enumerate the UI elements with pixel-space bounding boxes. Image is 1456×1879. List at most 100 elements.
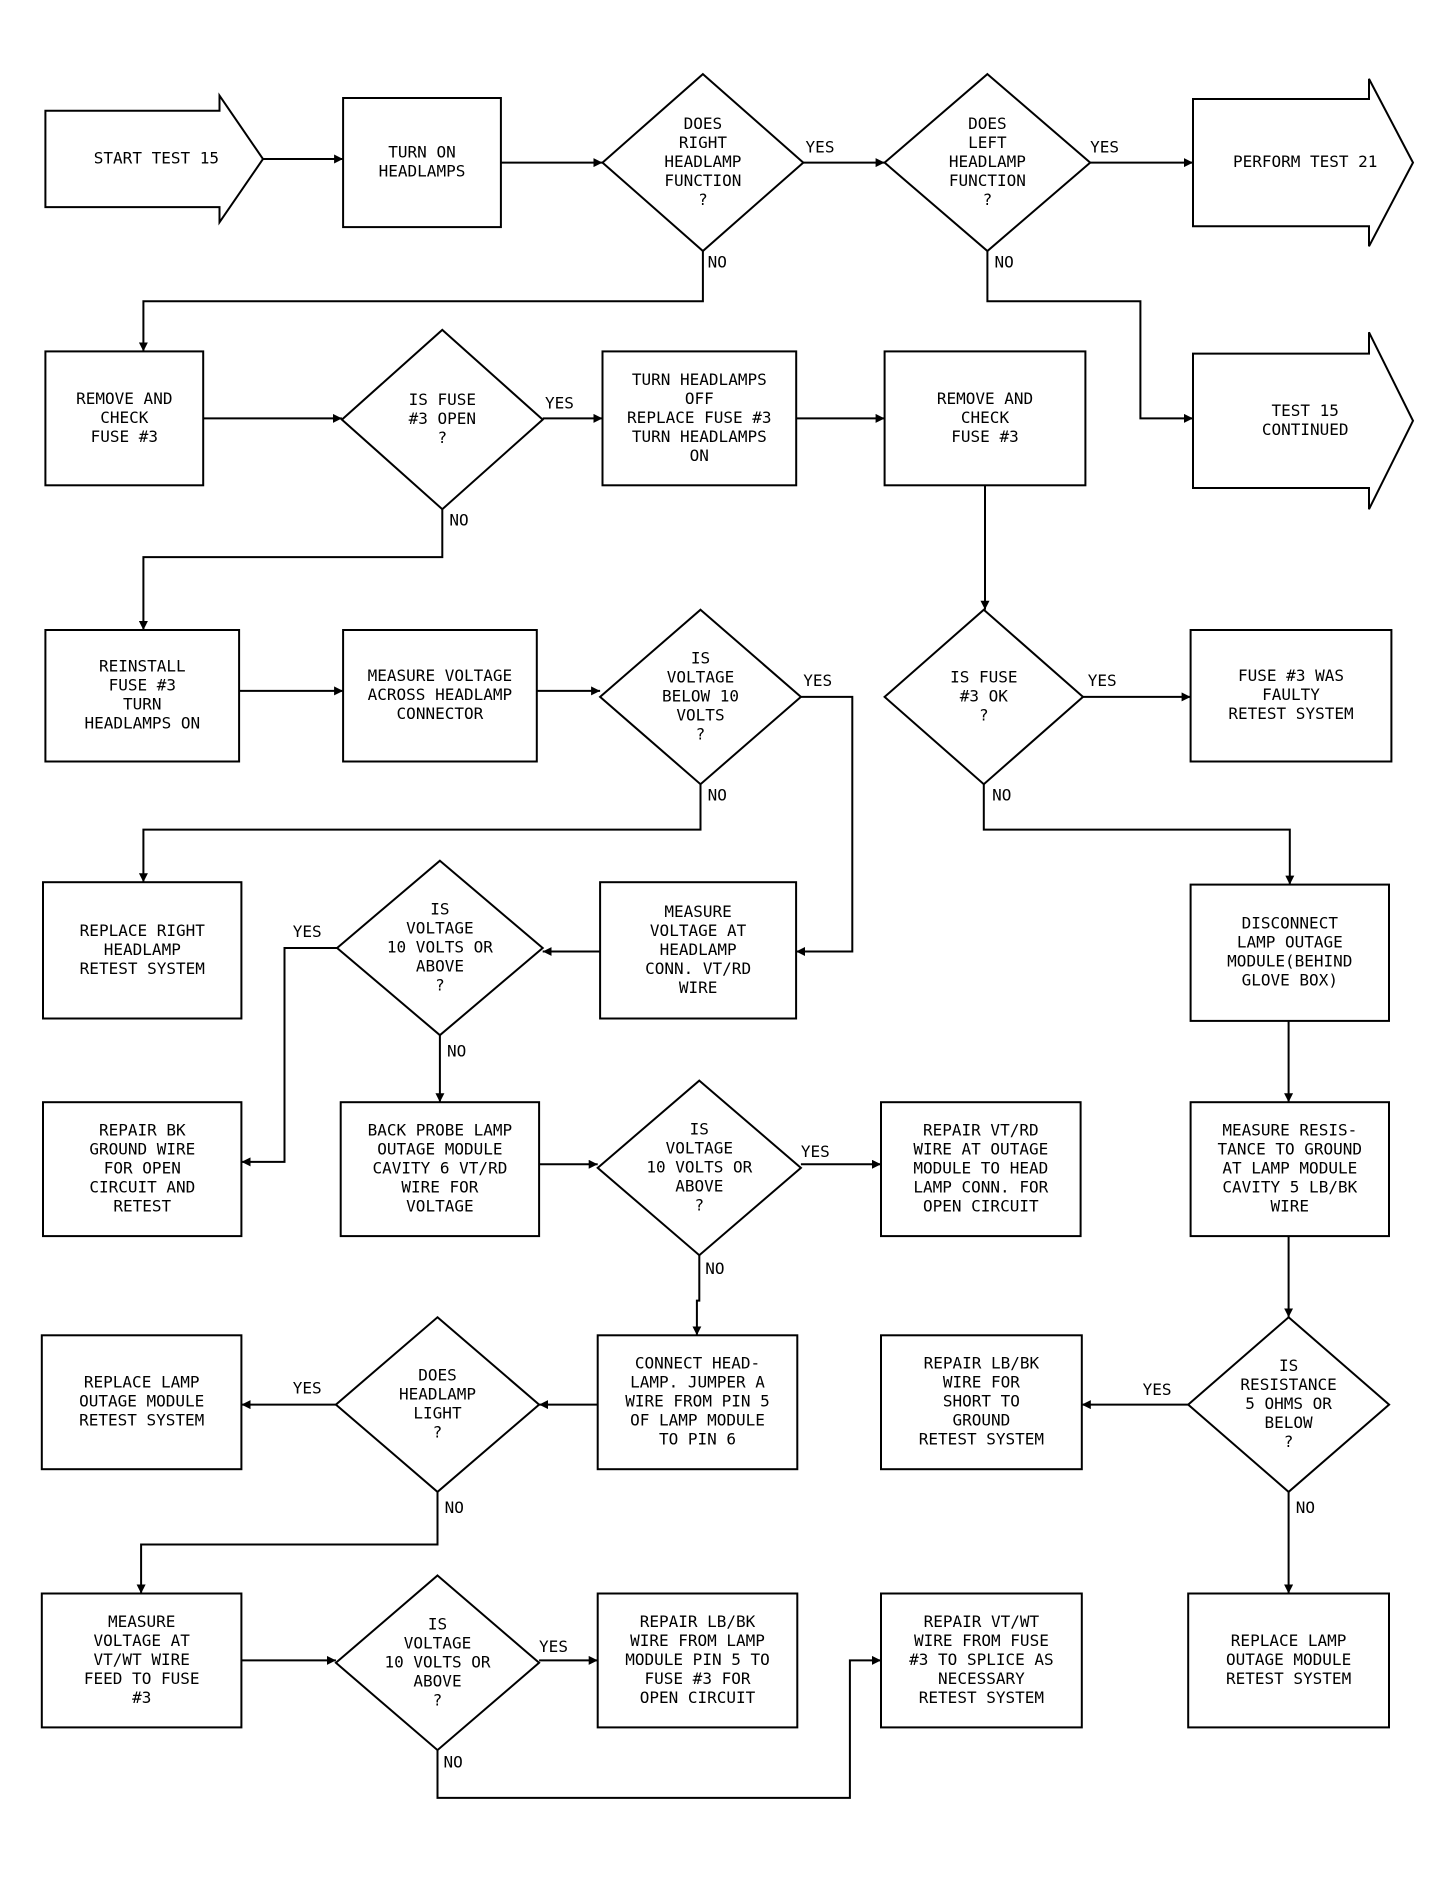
node-text-line: #3 OPEN [409, 409, 476, 428]
edge-label-no: NO [708, 786, 727, 805]
node-text-line: FUSE #3 WAS [1238, 666, 1344, 685]
node-text-line: ABOVE [416, 957, 464, 976]
node-start: START TEST 15 [44, 92, 265, 226]
node-text-line: VOLTAGE [406, 919, 473, 938]
node-text-line: IS [1279, 1356, 1298, 1375]
node-text-line: TURN [123, 695, 162, 714]
node-text-line: FAULTY [1262, 685, 1320, 704]
edge-label-yes: YES [293, 922, 322, 941]
node-text-line: REPAIR LB/BK [640, 1612, 756, 1631]
node-text-line: SHORT TO [943, 1392, 1020, 1411]
decision-diamond [1186, 1315, 1391, 1494]
node-text-line: ? [433, 1690, 443, 1709]
decision-diamond [883, 72, 1092, 253]
edge-label-no: NO [1296, 1498, 1315, 1517]
edge-label-no: NO [447, 1042, 466, 1061]
process-box [880, 1101, 1082, 1238]
node-test21: PERFORM TEST 21 [1192, 78, 1415, 247]
node-text-line: FUSE #3 [91, 427, 158, 446]
node-text-line: BELOW 10 [662, 686, 739, 705]
node-text-line: WIRE [679, 978, 718, 997]
process-box [42, 1101, 243, 1238]
node-text-line: OFF [685, 389, 714, 408]
node-text-line: VOLTAGE [666, 1138, 733, 1157]
node-text-line: OPEN CIRCUIT [923, 1197, 1039, 1216]
node-text-line: FUNCTION [949, 171, 1026, 190]
node-text-line: VOLTAGE [406, 1197, 473, 1216]
process-box [596, 1334, 799, 1471]
decision-diamond [600, 72, 805, 253]
node-text-line: DOES [684, 114, 723, 133]
node-text-line: ON [690, 446, 709, 465]
node-text-line: CIRCUIT AND [89, 1178, 195, 1197]
node-text-line: FOR OPEN [104, 1159, 181, 1178]
node-text-line: CHECK [961, 408, 1010, 427]
node-text-line: IS [428, 1614, 447, 1633]
edge-label-yes: YES [1088, 671, 1117, 690]
node-text-line: LAMP OUTAGE [1237, 933, 1343, 952]
process-box [599, 881, 798, 1020]
process-box [883, 350, 1087, 487]
process-box [601, 350, 798, 487]
edge-label-no: NO [443, 1753, 462, 1772]
edge-label-yes: YES [806, 138, 835, 157]
connector-fuse_open-to-reinstall [138, 509, 444, 630]
node-text-line: MODULE PIN 5 TO [625, 1650, 770, 1669]
connector-volt_10_a-to-repair_bk [241, 947, 338, 1167]
process-box [880, 1592, 1083, 1729]
node-text-line: HEADLAMP [949, 152, 1026, 171]
node-text-line: 5 OHMS OR [1245, 1394, 1332, 1413]
node-text-line: TURN HEADLAMPS [632, 427, 767, 446]
node-text-line: TURN ON [388, 143, 455, 162]
decision-diamond [335, 859, 545, 1037]
node-text-line: CONNECTOR [397, 704, 484, 723]
node-text-line: MEASURE [108, 1612, 175, 1631]
node-text-line: RETEST SYSTEM [919, 1688, 1044, 1707]
process-box [1189, 629, 1393, 763]
edge-label-yes: YES [1143, 1380, 1172, 1399]
process-box [342, 629, 538, 763]
node-text-line: HEADLAMP [664, 152, 741, 171]
node-text-line: IS FUSE [409, 390, 476, 409]
process-box [42, 881, 243, 1020]
process-box [40, 1592, 243, 1729]
node-text-line: WIRE [1271, 1197, 1310, 1216]
node-text-line: REINSTALL [99, 657, 186, 676]
node-text-line: OUTAGE MODULE [79, 1392, 204, 1411]
node-text-line: LAMP CONN. FOR [913, 1178, 1048, 1197]
connector-right_func-to-remove_check1 [138, 251, 704, 352]
node-text-line: WIRE FROM PIN 5 [625, 1392, 770, 1411]
node-fuse-open: IS FUSE#3 OPEN? [340, 328, 545, 511]
process-box [1187, 1592, 1390, 1729]
node-text-line: TEST 15 [1271, 401, 1338, 420]
decision-diamond [598, 608, 803, 786]
node-text-line: PERFORM TEST 21 [1233, 152, 1378, 171]
edge-label-yes: YES [293, 1379, 322, 1398]
node-text-line: START TEST 15 [94, 149, 219, 168]
node-text-line: BACK PROBE LAMP [368, 1121, 513, 1140]
node-text-line: REPLACE FUSE #3 [627, 408, 772, 427]
node-text-line: RETEST SYSTEM [919, 1430, 1044, 1449]
node-text-line: OUTAGE MODULE [1226, 1650, 1351, 1669]
edge-label-no: NO [705, 1259, 724, 1278]
node-text-line: OF LAMP MODULE [630, 1411, 765, 1430]
node-text-line: OUTAGE MODULE [377, 1140, 502, 1159]
process-box [342, 97, 502, 229]
node-text-line: FEED TO FUSE [84, 1669, 200, 1688]
node-text-line: MEASURE RESIS- [1222, 1121, 1357, 1140]
node-text-line: NECESSARY [938, 1669, 1025, 1688]
node-text-line: HEADLAMP [399, 1385, 476, 1404]
node-text-line: WIRE FOR [943, 1373, 1020, 1392]
